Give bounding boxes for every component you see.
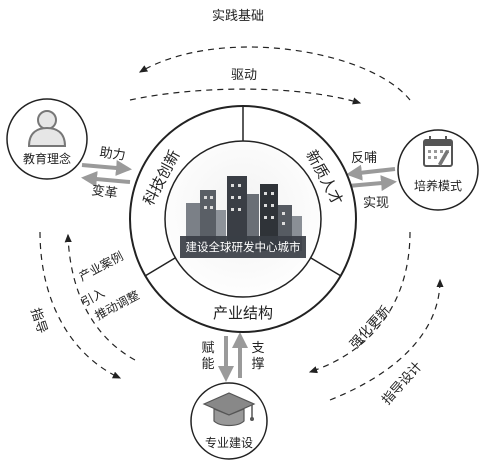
person-icon bbox=[27, 110, 67, 147]
label-empower: 赋 bbox=[201, 341, 214, 356]
feedback-realize-arrows bbox=[346, 164, 397, 192]
label-feedback: 反哺 bbox=[351, 151, 377, 166]
node-major-label: 专业建设 bbox=[205, 435, 253, 450]
label-support: 支 bbox=[251, 341, 264, 356]
calendar-icon bbox=[423, 136, 453, 167]
label-reform: 变革 bbox=[91, 182, 119, 201]
label-realize: 实现 bbox=[363, 196, 389, 211]
guide-arc bbox=[39, 231, 122, 379]
label-empower-2: 能 bbox=[201, 357, 214, 372]
strengthen-arc bbox=[308, 231, 411, 374]
graduation-cap-icon bbox=[202, 392, 256, 427]
label-drive: 驱动 bbox=[231, 68, 257, 83]
drive-arc bbox=[129, 88, 362, 105]
center-label: 建设全球研发中心城市 bbox=[186, 240, 301, 254]
label-help: 助力 bbox=[99, 145, 127, 163]
label-guide: 指导 bbox=[27, 306, 49, 335]
ring-divider-left bbox=[144, 257, 176, 277]
ring-divider-right bbox=[310, 257, 342, 277]
practice-arc bbox=[138, 46, 411, 101]
node-education-label: 教育理念 bbox=[23, 151, 71, 166]
help-reform-arrows bbox=[81, 159, 132, 188]
node-training-label: 培养模式 bbox=[414, 178, 462, 193]
empower-support-arrows bbox=[218, 332, 248, 382]
city-skyline-icon bbox=[180, 176, 306, 258]
guide-design-arc bbox=[329, 278, 444, 401]
ring-label-industry: 产业结构 bbox=[213, 304, 273, 322]
label-guide-design: 指导设计 bbox=[379, 359, 425, 408]
case-arc bbox=[64, 233, 136, 361]
label-practice: 实践基础 bbox=[212, 9, 264, 24]
node-major: 专业建设 bbox=[190, 382, 268, 460]
node-education: 教育理念 bbox=[6, 98, 88, 180]
label-strengthen: 强化更新 bbox=[347, 303, 394, 352]
node-training: 培养模式 bbox=[397, 129, 479, 211]
label-support-2: 撑 bbox=[251, 357, 264, 372]
label-case: 产业案例 bbox=[76, 248, 125, 284]
